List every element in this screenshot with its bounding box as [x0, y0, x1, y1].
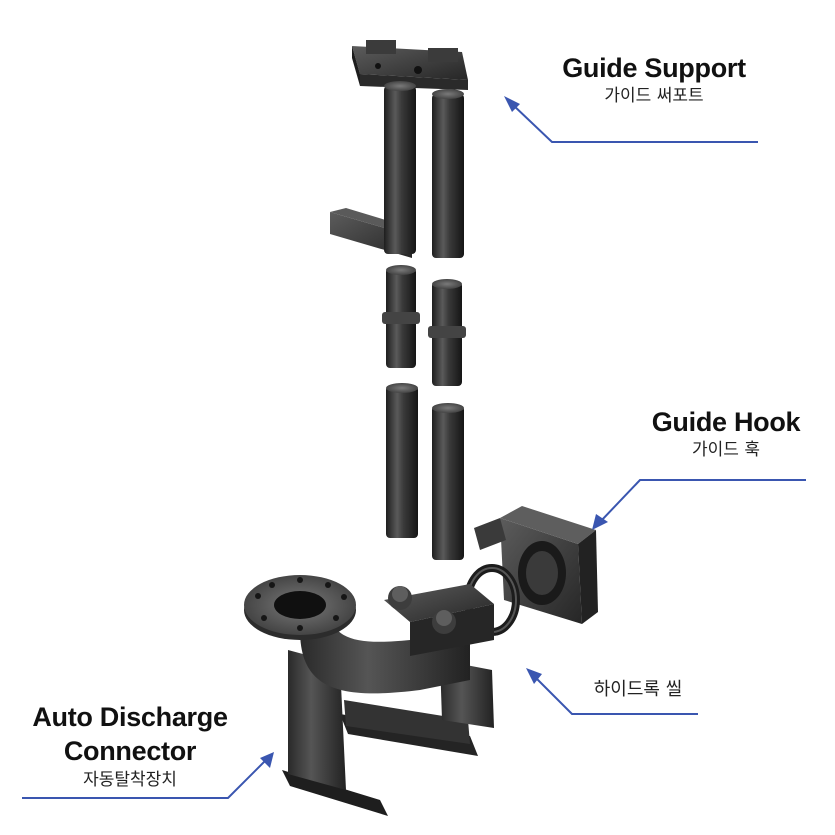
guide-support-korean: 가이드 써포트 — [604, 86, 704, 106]
guide-hook-korean: 가이드 훅 — [692, 440, 760, 460]
auto-discharge-label: Auto Discharge Connector 자동탈착장치 — [12, 700, 248, 792]
guide-support-title: Guide Support — [562, 53, 746, 83]
guide-hook-title: Guide Hook — [651, 407, 801, 437]
guide-hook-part — [474, 506, 598, 624]
guide-pipe-couplers — [382, 265, 466, 386]
auto-discharge-connector-part — [244, 575, 494, 816]
guide-support-label: Guide Support 가이드 써포트 — [548, 52, 760, 108]
guide-support-part — [330, 40, 468, 258]
auto-discharge-title-line2: Connector — [63, 736, 197, 766]
auto-discharge-korean: 자동탈착장치 — [83, 770, 177, 790]
hydro-seal-korean: 하이드록 씰 — [593, 679, 683, 700]
leader-line-hydro-seal — [526, 668, 698, 715]
guide-hook-label: Guide Hook 가이드 훅 — [636, 406, 816, 462]
leader-line-guide-hook — [592, 479, 806, 530]
leader-line-auto-discharge — [22, 752, 274, 799]
hydro-seal-label: 하이드록 씰 — [574, 678, 702, 702]
leader-line-guide-support — [504, 96, 758, 143]
auto-discharge-title-line1: Auto Discharge — [32, 702, 228, 732]
guide-pipes-lower — [386, 383, 464, 560]
